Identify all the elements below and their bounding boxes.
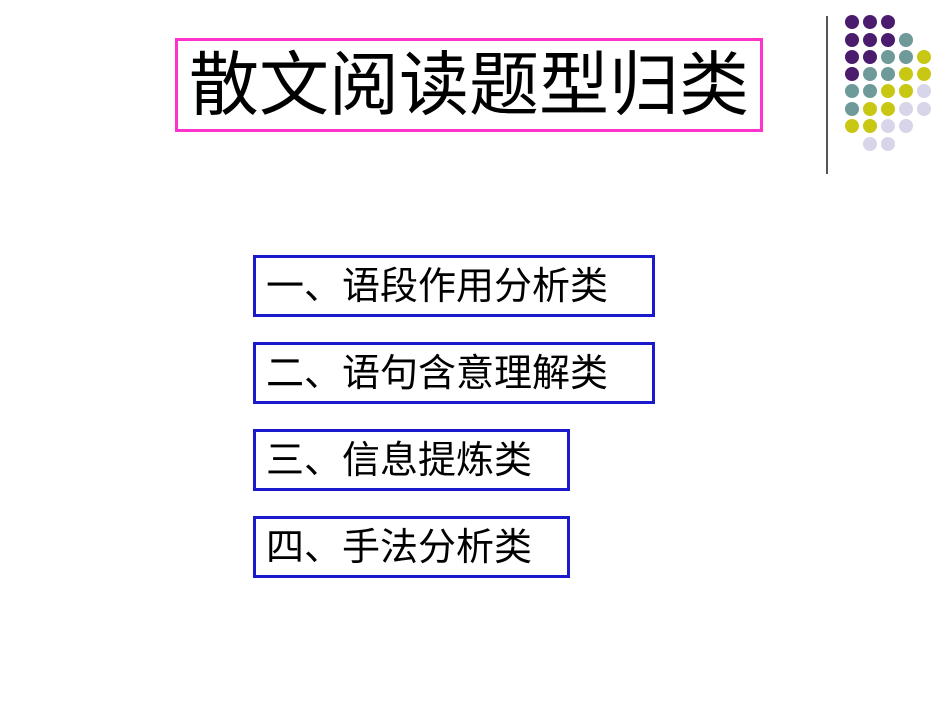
decorative-dot xyxy=(845,119,859,133)
decorative-dot xyxy=(917,84,931,98)
decorative-dot xyxy=(845,15,859,29)
decorative-dot xyxy=(917,102,931,116)
decorative-dot-grid xyxy=(845,15,931,151)
decorative-dot xyxy=(863,33,877,47)
decorative-dot xyxy=(863,15,877,29)
decorative-dot xyxy=(899,50,913,64)
list-item: 三、信息提炼类 xyxy=(253,429,570,491)
decorative-dot xyxy=(863,67,877,81)
list-item: 一、语段作用分析类 xyxy=(253,255,655,317)
decorative-dot xyxy=(881,102,895,116)
decorative-dot xyxy=(917,67,931,81)
decorative-dot xyxy=(845,33,859,47)
decorative-dot xyxy=(881,84,895,98)
decorative-dot xyxy=(917,50,931,64)
decorative-dot xyxy=(899,84,913,98)
decorative-dot xyxy=(863,119,877,133)
decorative-dot xyxy=(881,15,895,29)
divider-line xyxy=(826,16,828,174)
decorative-dot xyxy=(845,67,859,81)
list-item-label: 二、语句含意理解类 xyxy=(266,351,609,395)
decorative-dot xyxy=(899,119,913,133)
decorative-dot xyxy=(881,137,895,151)
list-item-label: 一、语段作用分析类 xyxy=(266,264,609,308)
decorative-dot xyxy=(881,67,895,81)
decorative-dot xyxy=(863,50,877,64)
list-item: 二、语句含意理解类 xyxy=(253,342,655,404)
decorative-dot xyxy=(863,84,877,98)
decorative-dot xyxy=(845,50,859,64)
title-box: 散文阅读题型归类 xyxy=(175,38,763,132)
decorative-dot xyxy=(881,119,895,133)
decorative-dot xyxy=(845,102,859,116)
decorative-dot xyxy=(863,137,877,151)
decorative-dot xyxy=(899,33,913,47)
decorative-dot xyxy=(845,84,859,98)
decorative-dot xyxy=(899,67,913,81)
list-item-label: 四、手法分析类 xyxy=(266,525,533,569)
list-item: 四、手法分析类 xyxy=(253,516,570,578)
decorative-dot xyxy=(863,102,877,116)
list-item-label: 三、信息提炼类 xyxy=(266,438,533,482)
decorative-dot xyxy=(881,50,895,64)
decorative-dot xyxy=(881,33,895,47)
page-title: 散文阅读题型归类 xyxy=(189,44,749,126)
decorative-dot xyxy=(899,102,913,116)
